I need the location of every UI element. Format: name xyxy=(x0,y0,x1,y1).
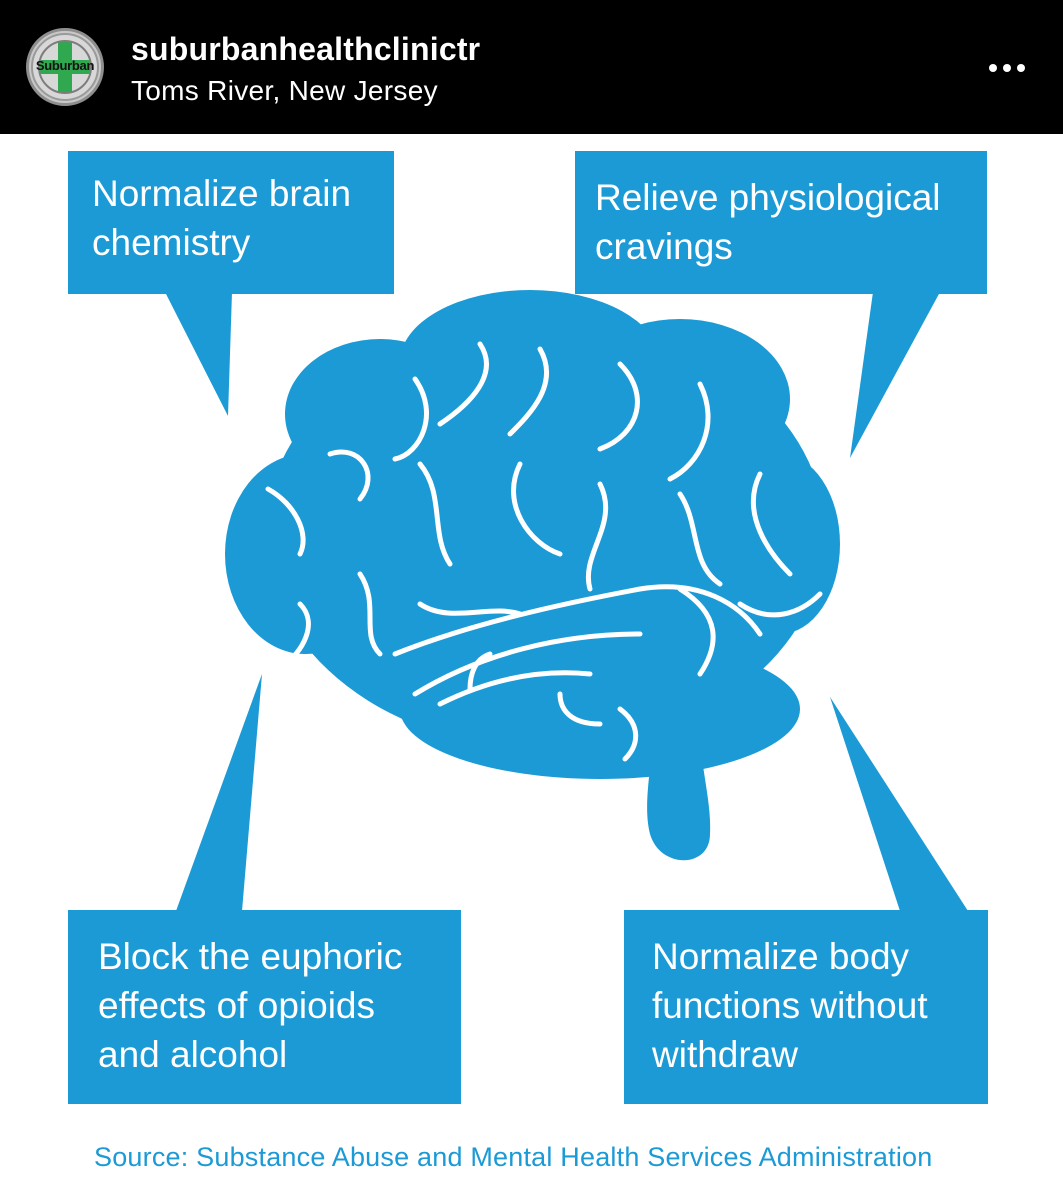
benefit-box-body-functions: Normalize body functions without withdra… xyxy=(624,910,988,1104)
brain-illustration xyxy=(165,290,968,911)
source-citation: Source: Substance Abuse and Mental Healt… xyxy=(94,1142,933,1172)
username[interactable]: suburbanhealthclinictr xyxy=(131,31,481,67)
benefit-box-brain-chemistry: Normalize brain chemistry xyxy=(68,151,394,294)
bubble-tail-bottom-right xyxy=(830,697,968,911)
avatar-logo-text: Suburban xyxy=(35,58,95,73)
bubble-tail-top-right xyxy=(850,292,940,458)
brain-folds xyxy=(265,341,823,762)
more-options-icon[interactable] xyxy=(985,52,1029,82)
benefit-box-block-euphoria: Block the euphoric effects of opioids an… xyxy=(68,910,461,1104)
location-tag[interactable]: Toms River, New Jersey xyxy=(131,75,438,106)
benefit-box-cravings: Relieve physiological cravings xyxy=(575,151,987,294)
avatar[interactable]: Suburban xyxy=(26,28,104,106)
brain-shape xyxy=(225,290,840,861)
bubble-tail-bottom-left xyxy=(176,674,262,911)
clinic-logo-icon xyxy=(31,33,99,101)
post-header: Suburban suburbanhealthclinictr Toms Riv… xyxy=(0,0,1063,134)
infographic-image: Normalize brain chemistry Relieve physio… xyxy=(0,134,1063,1200)
bubble-tail-top-left xyxy=(165,292,232,416)
